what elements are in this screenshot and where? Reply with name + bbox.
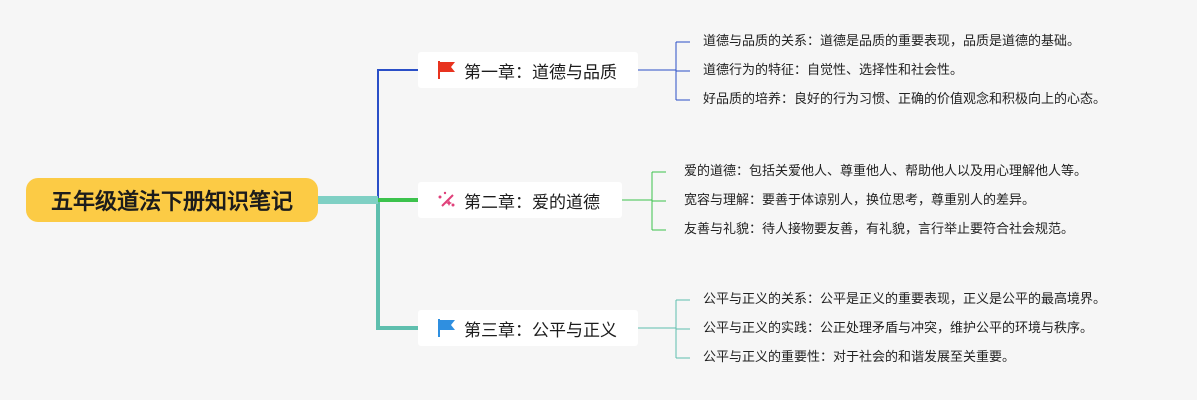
connector-branch-1-leaves: [638, 41, 690, 101]
leaf-2-2[interactable]: 宽容与理解：要善于体谅别人，换位思考，尊重别人的差异。: [684, 193, 1036, 208]
connector-root-stub: [318, 196, 378, 204]
leaf-2-1[interactable]: 爱的道德：包括关爱他人、尊重他人、帮助他人以及用心理解他人等。: [684, 164, 1088, 179]
sparkle-wand-icon: [436, 190, 458, 210]
leaf-1-2[interactable]: 道德行为的特征：自觉性、选择性和社会性。: [703, 63, 964, 78]
connector-root-branch-1: [318, 69, 418, 201]
connector-branch-2-leaves: [622, 171, 666, 231]
branch-2-title: 第二章：爱的道德: [464, 192, 600, 213]
connector-branch-3-leaves: [638, 299, 690, 359]
branch-node-3[interactable]: 第三章：公平与正义: [418, 310, 638, 346]
leaf-1-3[interactable]: 好品质的培养：良好的行为习惯、正确的价值观念和积极向上的心态。: [703, 92, 1107, 107]
branch-node-2[interactable]: 第二章：爱的道德: [418, 182, 622, 218]
leaf-3-1[interactable]: 公平与正义的关系：公平是正义的重要表现，正义是公平的最高境界。: [703, 292, 1107, 307]
root-node[interactable]: 五年级道法下册知识笔记: [26, 178, 318, 222]
root-title: 五年级道法下册知识笔记: [50, 190, 293, 215]
red-flag-icon: [436, 60, 458, 80]
branch-node-1[interactable]: 第一章：道德与品质: [418, 52, 638, 88]
branch-1-title: 第一章：道德与品质: [464, 62, 617, 83]
leaf-1-1[interactable]: 道德与品质的关系：道德是品质的重要表现，品质是道德的基础。: [703, 34, 1081, 49]
blue-flag-icon: [436, 318, 458, 338]
leaf-2-3[interactable]: 友善与礼貌：待人接物要友善，有礼貌，言行举止要符合社会规范。: [684, 222, 1075, 237]
leaf-3-3[interactable]: 公平与正义的重要性：对于社会的和谐发展至关重要。: [703, 350, 1016, 365]
connector-root-branch-3: [318, 200, 418, 330]
branch-3-title: 第三章：公平与正义: [464, 320, 617, 341]
leaf-3-2[interactable]: 公平与正义的实践：公正处理矛盾与冲突，维护公平的环境与秩序。: [703, 321, 1094, 336]
